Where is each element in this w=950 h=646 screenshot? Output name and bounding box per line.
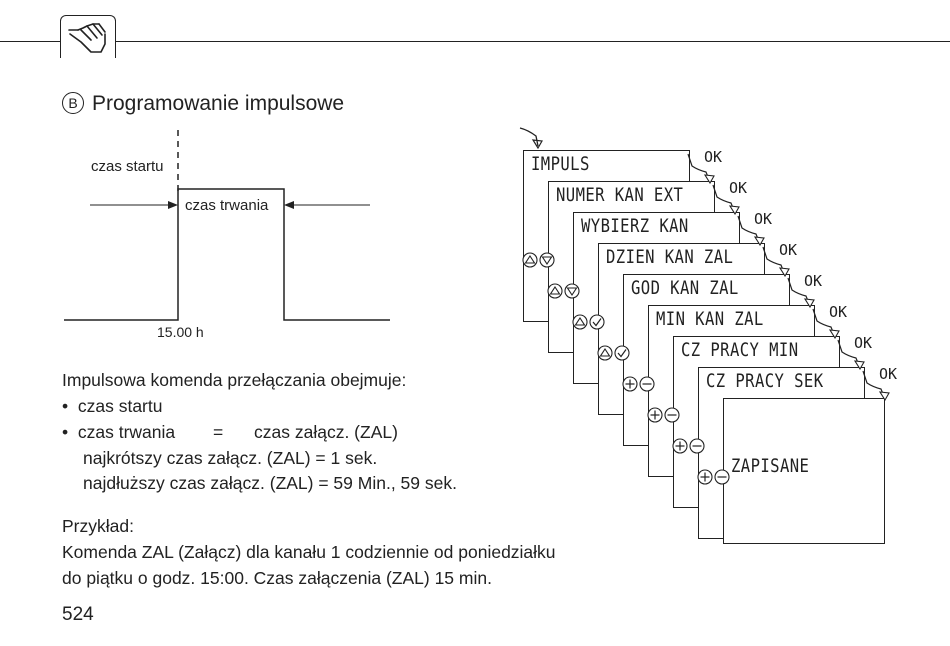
lcd-text: CZ PRACY SEK [706, 370, 824, 392]
plus-icon[interactable] [672, 438, 688, 454]
min-duration-text: najkrótszy czas załącz. (ZAL) = 1 sek. [83, 448, 378, 468]
lcd-text: CZ PRACY MIN [681, 339, 799, 361]
control-buttons [622, 376, 656, 392]
up-arrow-icon[interactable] [597, 345, 613, 361]
minus-icon[interactable] [714, 469, 730, 485]
next-arrow-icon [837, 339, 865, 370]
down-arrow-icon[interactable] [539, 252, 555, 268]
bullet-equals: = [213, 422, 224, 442]
intro-text: Impulsowa komenda przełączania obejmuje: [62, 370, 407, 390]
ok-label: OK [854, 334, 873, 352]
plus-icon[interactable] [647, 407, 663, 423]
section-heading: B Programowanie impulsowe [62, 92, 344, 116]
minus-icon[interactable] [689, 438, 705, 454]
minus-icon[interactable] [664, 407, 680, 423]
ok-label: OK [829, 303, 848, 321]
example-label: Przykład: [62, 516, 134, 536]
next-arrow-icon [762, 246, 790, 277]
down-arrow-icon[interactable] [564, 283, 580, 299]
control-buttons [572, 314, 606, 330]
lcd-text: MIN KAN ZAL [656, 308, 764, 330]
bullet-duration: • czas trwania [62, 422, 176, 442]
arrowhead-right [284, 201, 294, 209]
header-rule [0, 41, 950, 42]
impulse-timing-diagram [64, 130, 390, 321]
section-marker: B [62, 92, 84, 114]
control-buttons [697, 469, 731, 485]
next-arrow-icon [712, 184, 740, 215]
next-arrow-icon [737, 215, 765, 246]
control-buttons [547, 283, 581, 299]
lcd-text: IMPULS [531, 153, 590, 175]
hand-pointer-icon [60, 15, 116, 58]
time-label: 15.00 h [157, 324, 204, 340]
ok-label: OK [704, 148, 723, 166]
section-title: Programowanie impulsowe [92, 92, 345, 115]
plus-icon[interactable] [622, 376, 638, 392]
start-time-label: czas startu [91, 158, 164, 175]
check-icon[interactable] [589, 314, 605, 330]
up-arrow-icon[interactable] [572, 314, 588, 330]
ok-label: OK [879, 365, 898, 383]
lcd-text: GOD KAN ZAL [631, 277, 739, 299]
lcd-text: WYBIERZ KAN [581, 215, 689, 237]
check-icon[interactable] [614, 345, 630, 361]
lcd-text: ZAPISANE [731, 455, 810, 477]
control-buttons [597, 345, 631, 361]
control-buttons [672, 438, 706, 454]
plus-icon[interactable] [697, 469, 713, 485]
next-arrow-icon [812, 308, 840, 339]
next-arrow-icon [687, 153, 715, 184]
up-arrow-icon[interactable] [547, 283, 563, 299]
bullet-duration-value: czas załącz. (ZAL) [254, 422, 398, 442]
minus-icon[interactable] [639, 376, 655, 392]
lcd-text: DZIEN KAN ZAL [606, 246, 734, 268]
control-buttons [647, 407, 681, 423]
next-arrow-icon [787, 277, 815, 308]
ok-label: OK [754, 210, 773, 228]
ok-label: OK [804, 272, 823, 290]
ok-label: OK [729, 179, 748, 197]
impulse-waveform [64, 188, 390, 321]
lcd-text: NUMER KAN EXT [556, 184, 684, 206]
duration-label: czas trwania [185, 197, 269, 214]
bullet-start: • czas startu [62, 396, 163, 416]
next-arrow-icon [862, 370, 890, 401]
ok-label: OK [779, 241, 798, 259]
example-line-1: Komenda ZAL (Załącz) dla kanału 1 codzie… [62, 542, 556, 562]
entry-arrow-icon [519, 127, 543, 150]
example-line-2: do piątku o godz. 15:00. Czas załączenia… [62, 568, 492, 588]
control-buttons [522, 252, 556, 268]
page-number: 524 [62, 604, 94, 625]
lcd-screen-9: ZAPISANE [723, 398, 885, 544]
up-arrow-icon[interactable] [522, 252, 538, 268]
arrowhead-left [168, 201, 178, 209]
max-duration-text: najdłuższy czas załącz. (ZAL) = 59 Min.,… [83, 473, 457, 493]
